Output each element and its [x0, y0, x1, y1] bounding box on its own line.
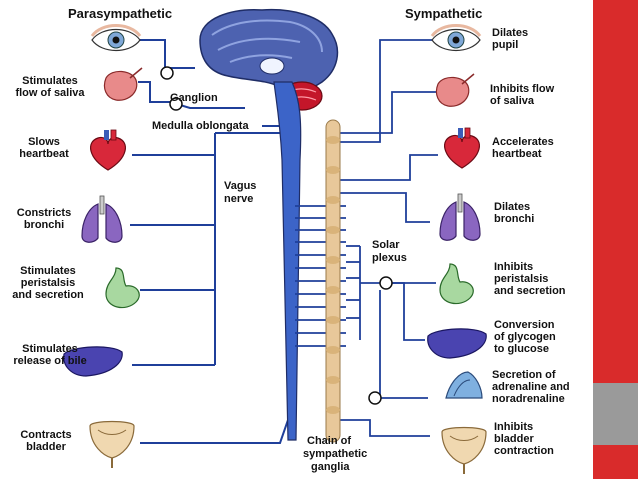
eye-ganglion [160, 66, 174, 80]
right-label-3-line-1: bronchi [494, 213, 534, 225]
ganglion-label: Ganglion [170, 92, 218, 104]
left-stomach-icon [105, 267, 140, 309]
left-label-5-line-1: release of bile [13, 355, 86, 367]
right-adrenal-icon [445, 371, 483, 399]
right-label-5-line-2: to glucose [494, 343, 549, 355]
right-label-1-line-0: Inhibits flow [490, 83, 555, 95]
saliva-ganglion [169, 97, 183, 111]
left-label-2-line-1: heartbeat [19, 148, 69, 160]
brain [199, 8, 339, 111]
solar-label-2: plexus [372, 252, 407, 264]
solar-label-1: Solar [372, 239, 400, 251]
left-label-6-line-1: bladder [26, 441, 66, 453]
right-label-7-line-2: contraction [494, 445, 554, 457]
right-salivary-icon [435, 73, 475, 108]
parasympathetic-heading: Parasympathetic [68, 6, 172, 21]
left-lungs-icon [81, 195, 123, 243]
vagus-label-1: Vagus [224, 180, 256, 192]
chain-label-2: sympathetic [303, 448, 367, 460]
left-label-1-line-0: Stimulates [22, 75, 78, 87]
left-label-4-line-1: peristalsis [21, 277, 75, 289]
right-label-6-line-0: Secretion of [492, 369, 556, 381]
right-organ-icons [427, 24, 487, 475]
sympathetic-heading: Sympathetic [405, 6, 482, 21]
right-label-2-line-1: heartbeat [492, 148, 542, 160]
spinal-cord [273, 81, 302, 441]
left-label-4-line-0: Stimulates [20, 265, 76, 277]
right-label-7-line-0: Inhibits [494, 421, 533, 433]
right-liver-icon [427, 328, 487, 359]
left-label-3-line-0: Constricts [17, 207, 71, 219]
right-label-5-line-1: of glycogen [494, 331, 556, 343]
right-heart-icon [443, 127, 481, 169]
right-label-5-line-0: Conversion [494, 319, 555, 331]
left-label-1-line-1: flow of saliva [15, 87, 85, 99]
chain-ganglia [326, 136, 340, 414]
right-label-7-line-1: bladder [494, 433, 534, 445]
left-label-3-line-1: bronchi [24, 219, 64, 231]
right-lungs-icon [439, 193, 481, 241]
left-eye-icon [90, 24, 142, 52]
adrenal-ganglion [368, 391, 382, 405]
right-label-3-line-0: Dilates [494, 201, 530, 213]
right-label-4-line-0: Inhibits [494, 261, 533, 273]
right-eye-icon [430, 24, 482, 52]
solar-plexus-ganglion [379, 276, 393, 290]
left-label-2-line-0: Slows [28, 136, 60, 148]
vagus-label-2: nerve [224, 193, 253, 205]
left-bladder-icon [89, 420, 135, 469]
right-stomach-icon [439, 263, 474, 305]
left-label-6-line-0: Contracts [20, 429, 71, 441]
right-label-4-line-2: and secretion [494, 285, 566, 297]
chain-label-3: ganglia [311, 461, 350, 473]
parasympathetic-nerves [130, 39, 290, 444]
left-heart-icon [89, 129, 127, 171]
right-label-0-line-0: Dilates [492, 27, 528, 39]
right-label-2-line-0: Accelerates [492, 136, 554, 148]
left-label-4-line-2: and secretion [12, 289, 84, 301]
right-label-1-line-1: of saliva [490, 95, 535, 107]
left-salivary-icon [103, 67, 143, 102]
right-bladder-icon [441, 426, 487, 475]
left-label-5-line-0: Stimulates [22, 343, 78, 355]
right-label-4-line-1: peristalsis [494, 273, 548, 285]
right-label-6-line-1: adrenaline and [492, 381, 570, 393]
medulla-label: Medulla oblongata [152, 120, 249, 132]
right-label-6-line-2: noradrenaline [492, 393, 565, 405]
right-label-0-line-1: pupil [492, 39, 518, 51]
accent-bar-grey [593, 383, 638, 445]
chain-label-1: Chain of [307, 435, 351, 447]
